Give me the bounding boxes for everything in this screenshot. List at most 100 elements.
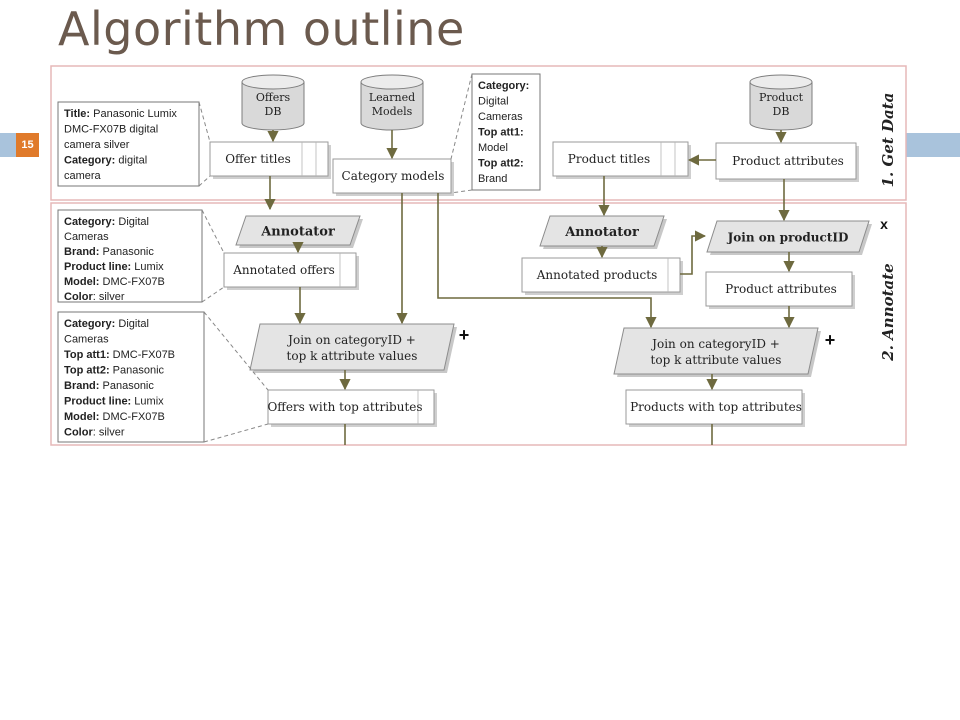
note-line: Model xyxy=(478,142,508,154)
note-line: camera xyxy=(64,170,102,182)
dashed-leader xyxy=(450,189,473,194)
product-attributes-top-box: Product attributes xyxy=(715,142,859,182)
note-value: Cameras xyxy=(64,334,109,346)
note-key: Top att2: xyxy=(478,158,524,170)
box-frame xyxy=(332,158,452,194)
box-label: Offers with top attributes xyxy=(267,400,422,414)
note-value: Cameras xyxy=(64,231,109,243)
offer-titles-box: Offer titles xyxy=(209,141,331,179)
annotated-products-box: Annotated products xyxy=(521,257,683,295)
note-line: Top att2: Panasonic xyxy=(64,365,165,377)
note-key: Top att1: xyxy=(478,127,524,139)
note-key: Product line: xyxy=(64,261,131,273)
dashed-leader xyxy=(203,311,269,391)
box-label: Product attributes xyxy=(732,154,844,168)
box-frame xyxy=(223,252,357,288)
para-frame xyxy=(539,215,665,247)
note-frame xyxy=(471,73,541,191)
note-key: Top att2: xyxy=(64,365,110,377)
dashed-leader xyxy=(450,73,473,160)
box-frame xyxy=(625,389,803,425)
note-key: Brand: xyxy=(64,380,99,392)
note-key: Category: xyxy=(64,216,115,228)
arrow-annotatedproducts-to-join xyxy=(680,230,707,275)
box-frame xyxy=(705,271,853,307)
dashed-leader xyxy=(198,175,211,187)
note-line: Cameras xyxy=(64,231,109,243)
note-key: Product line: xyxy=(64,396,131,408)
note-value: DMC-FX07B digital xyxy=(64,124,158,136)
note-value: digital xyxy=(115,155,147,167)
para-label: Annotator xyxy=(260,225,335,240)
note-line: Category: xyxy=(478,80,529,92)
box-label: Products with top attributes xyxy=(630,400,802,414)
stage-label-get-data: 1. Get Data xyxy=(879,93,897,188)
cylinder-label: Models xyxy=(372,105,413,118)
box-frame xyxy=(267,389,435,425)
para-label: Join on categoryID + xyxy=(286,333,416,347)
note-line: Model: DMC-FX07B xyxy=(64,276,165,288)
plus-left: + xyxy=(459,325,470,345)
note-line: Product line: Lumix xyxy=(64,261,164,273)
note-line: Brand xyxy=(478,173,507,185)
para-frame xyxy=(613,327,819,375)
stage-label-annotate: 2. Annotate xyxy=(879,263,897,361)
accent-bar-left xyxy=(0,133,16,157)
note-line: Brand: Panasonic xyxy=(64,246,154,258)
note-line: Cameras xyxy=(478,111,523,123)
note-value: Panasonic Lumix xyxy=(90,108,177,120)
note-value: Brand xyxy=(478,173,507,185)
note-key: Title: xyxy=(64,108,90,120)
note-value: DMC-FX07B xyxy=(99,276,164,288)
dashed-leader xyxy=(201,209,225,254)
note-frame xyxy=(57,311,205,443)
box-label: Product attributes xyxy=(725,282,837,296)
note-key: Color xyxy=(64,291,93,303)
para-label: top k attribute values xyxy=(651,353,782,367)
note-line: DMC-FX07B digital xyxy=(64,124,158,136)
note-value: Digital xyxy=(115,216,149,228)
product-attributes-mid-box: Product attributes xyxy=(705,271,855,309)
note-value: Lumix xyxy=(131,261,164,273)
para-label: top k attribute values xyxy=(287,349,418,363)
page-number: 15 xyxy=(16,133,39,157)
cylinder-top xyxy=(241,74,305,90)
note-key: Color xyxy=(64,427,93,439)
join-category-right: Join on categoryID +top k attribute valu… xyxy=(613,327,821,377)
para-frame xyxy=(706,220,870,253)
annotated-offers-box: Annotated offers xyxy=(223,252,359,290)
cylinder-label: DB xyxy=(773,105,790,118)
note-key: Brand: xyxy=(64,246,99,258)
cylinder-label: Offers xyxy=(256,91,291,104)
note-line: Top att1: DMC-FX07B xyxy=(64,349,175,361)
note-value: camera silver xyxy=(64,139,130,151)
plus-right: + xyxy=(825,330,836,350)
join-category-left: Join on categoryID + top k attribute valu… xyxy=(249,323,457,373)
para-frame xyxy=(235,215,361,246)
note-value: Cameras xyxy=(478,111,523,123)
note-line: Category: digital xyxy=(64,155,147,167)
note-value: Digital xyxy=(115,318,149,330)
cylinder-body xyxy=(241,82,305,131)
note-line: Cameras xyxy=(64,334,109,346)
annotator-left: Annotator xyxy=(235,215,363,248)
box-frame xyxy=(552,141,689,177)
note-key: Category: xyxy=(478,80,529,92)
product-titles-box: Product titles xyxy=(552,141,691,179)
note-key: Top att1: xyxy=(64,349,110,361)
note-value: : silver xyxy=(93,291,125,303)
note-value: DMC-FX07B xyxy=(110,349,175,361)
accent-bar-right xyxy=(906,133,960,157)
note-line: Category: Digital xyxy=(64,216,149,228)
box-frame xyxy=(715,142,857,180)
note-frame xyxy=(57,209,203,303)
offers-top-attributes-box: Offers with top attributes xyxy=(267,389,437,427)
join-productid: Join on productID xyxy=(706,220,872,255)
note-line: Color: silver xyxy=(64,427,125,439)
x-mark: x xyxy=(880,216,888,232)
page-number-bar: 15 xyxy=(0,133,960,157)
box-label: Annotated products xyxy=(536,268,658,282)
